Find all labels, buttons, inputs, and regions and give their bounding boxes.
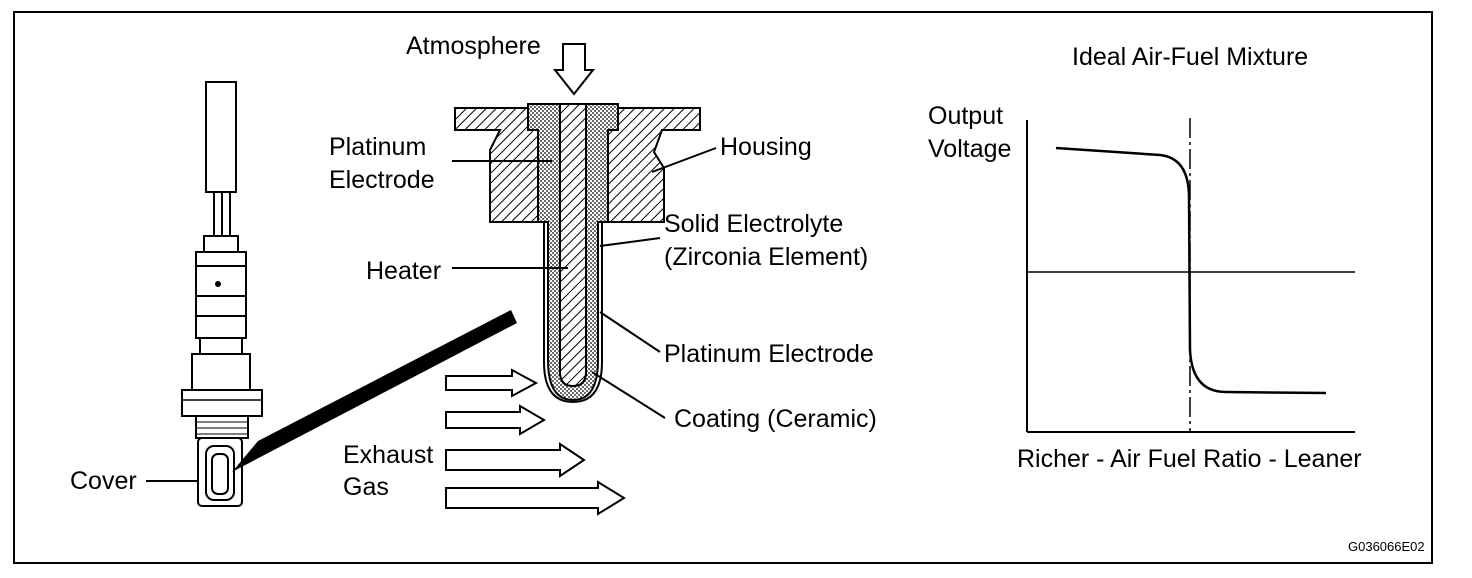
label-cover: Cover bbox=[70, 467, 137, 495]
label-solid-electrolyte-2: (Zirconia Element) bbox=[664, 243, 868, 271]
graph-title: Ideal Air-Fuel Mixture bbox=[1072, 43, 1308, 71]
atmosphere-arrow bbox=[552, 43, 596, 96]
diagram-frame bbox=[13, 11, 1433, 564]
label-coating: Coating (Ceramic) bbox=[674, 405, 877, 433]
figure-code: G036066E02 bbox=[1348, 539, 1425, 554]
pointer-arrow bbox=[232, 310, 517, 472]
label-platinum-electrode-bottom: Platinum Electrode bbox=[664, 340, 874, 368]
label-heater: Heater bbox=[366, 257, 441, 285]
sensor-side-view bbox=[181, 81, 263, 507]
y-axis-label-2: Voltage bbox=[928, 135, 1011, 163]
heater bbox=[559, 103, 587, 388]
label-exhaust-2: Gas bbox=[343, 473, 389, 501]
label-platinum-electrode-top-1: Platinum bbox=[329, 133, 426, 161]
leader-coating bbox=[591, 371, 666, 419]
leader-solid-electrolyte bbox=[599, 237, 661, 247]
x-axis-label: Richer - Air Fuel Ratio - Leaner bbox=[1017, 445, 1362, 473]
leader-housing bbox=[651, 147, 717, 173]
sensor-wire bbox=[205, 81, 237, 193]
label-exhaust-1: Exhaust bbox=[343, 441, 433, 469]
exhaust-arrows bbox=[445, 368, 626, 516]
label-platinum-electrode-top-2: Electrode bbox=[329, 166, 435, 194]
sensor-cross-section bbox=[454, 103, 701, 404]
y-axis-label-1: Output bbox=[928, 102, 1003, 130]
label-atmosphere: Atmosphere bbox=[406, 32, 541, 60]
voltage-graph bbox=[1026, 118, 1355, 433]
label-housing: Housing bbox=[720, 133, 812, 161]
leader-platinum-bottom bbox=[599, 311, 661, 353]
label-solid-electrolyte-1: Solid Electrolyte bbox=[664, 210, 843, 238]
voltage-curve bbox=[1055, 146, 1327, 395]
